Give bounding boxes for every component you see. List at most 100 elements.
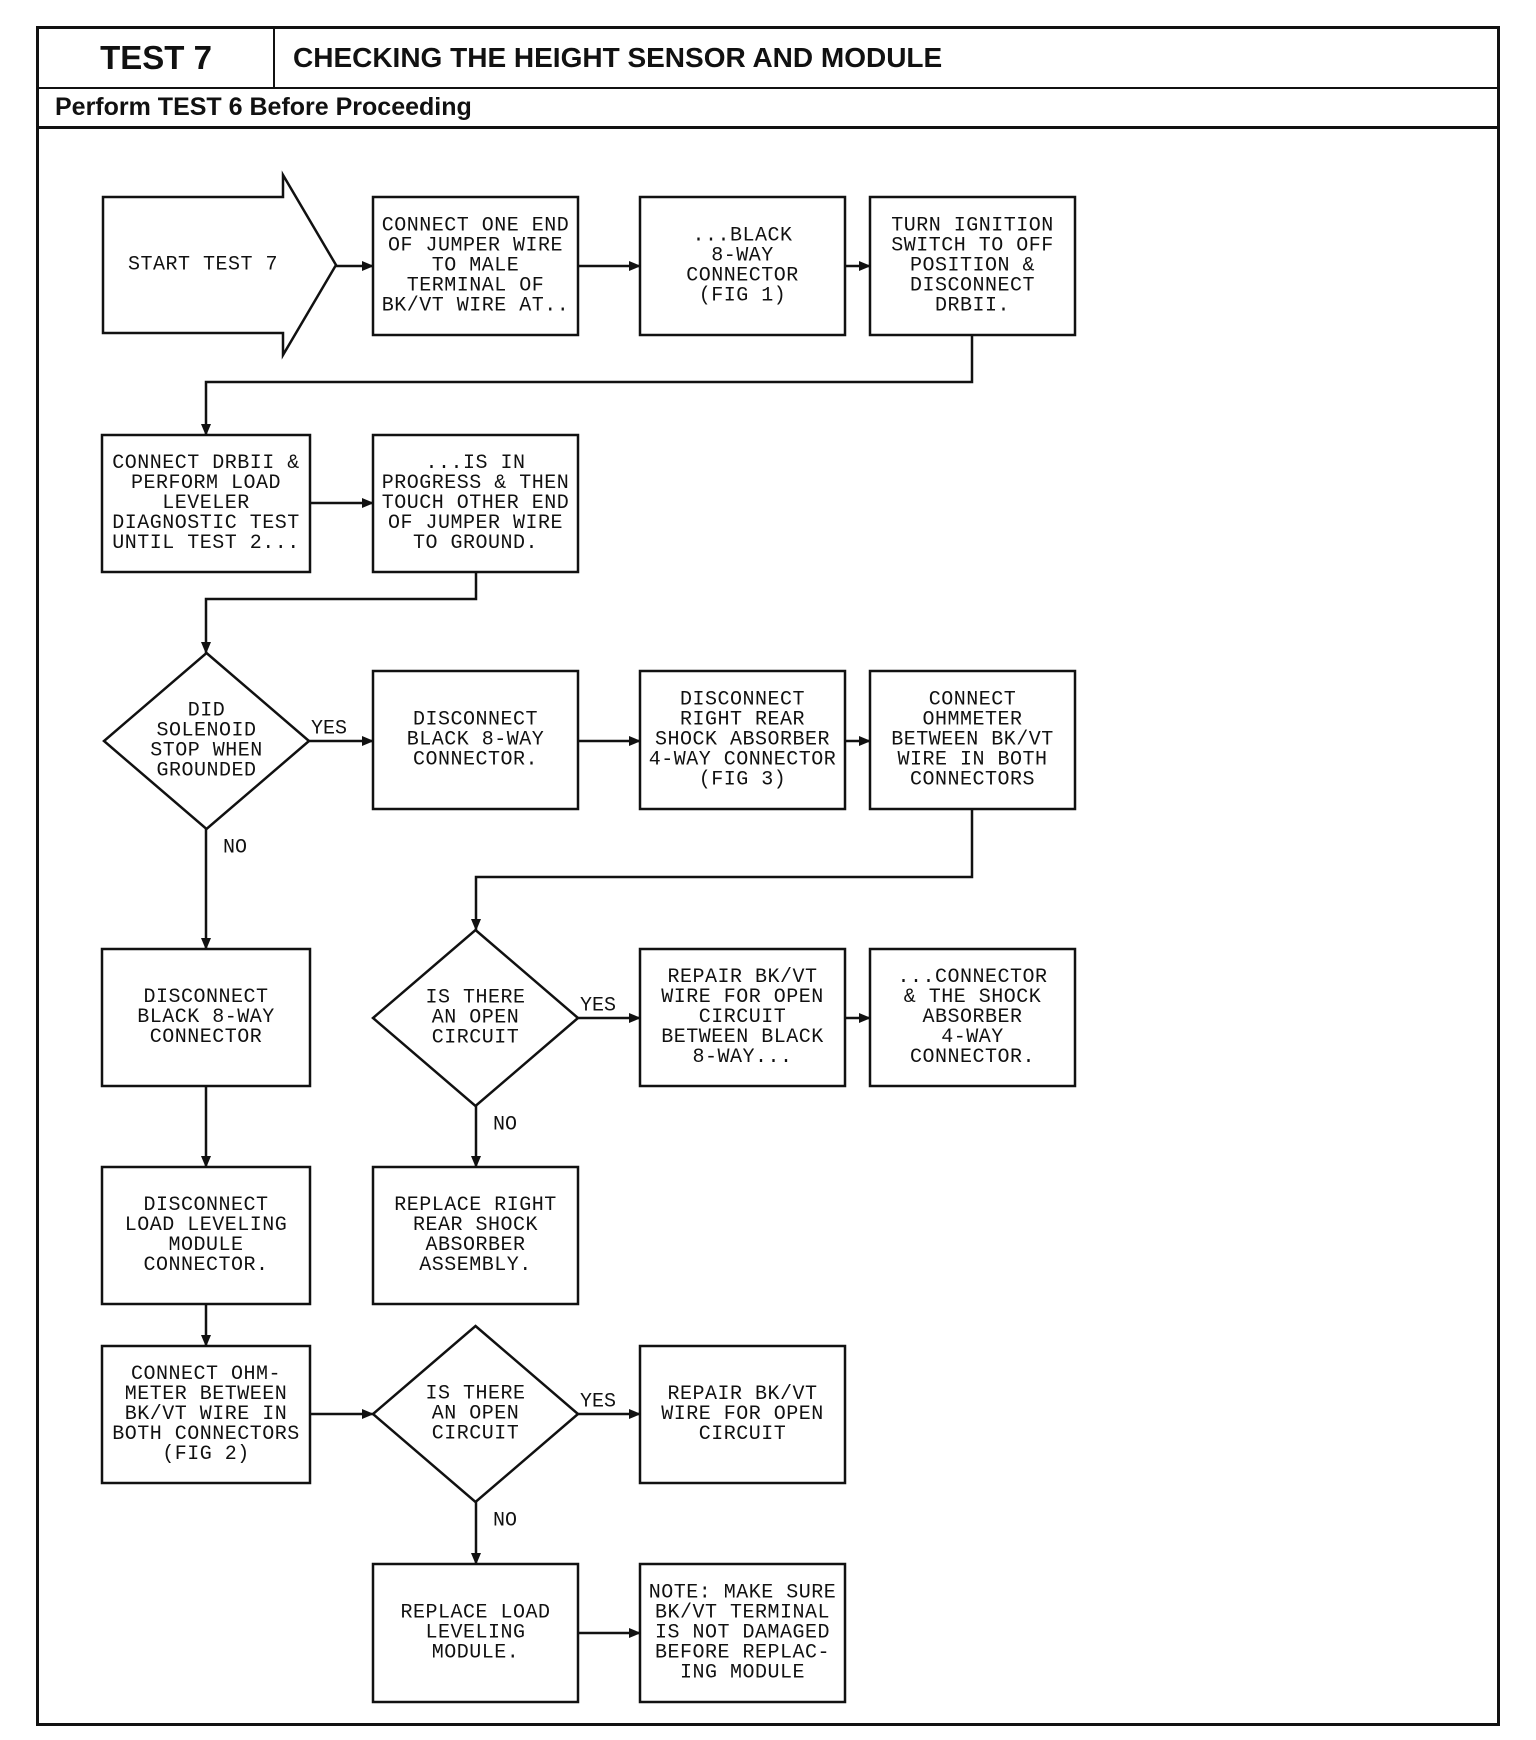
- node-text-line: TERMINAL OF: [407, 275, 545, 298]
- node-shape: [371, 669, 580, 811]
- node-shape: [100, 433, 312, 574]
- node-text-line: NOTE: MAKE SURE: [649, 1582, 837, 1605]
- node-text-line: BETWEEN BLACK: [661, 1026, 824, 1049]
- node-text-line: CONNECTOR.: [143, 1254, 268, 1277]
- node-text-line: BK/VT TERMINAL: [655, 1602, 830, 1625]
- edge-progress-to-solenoid: [201, 572, 478, 654]
- node-text-line: IS NOT DAMAGED: [655, 1622, 830, 1645]
- node-text-line: AN OPEN: [432, 1007, 520, 1030]
- node-text-line: IS THERE: [425, 987, 525, 1010]
- node-text-line: 8-WAY: [711, 245, 774, 268]
- node-shape: [371, 1165, 580, 1306]
- node-text-line: CONNECTOR: [686, 265, 799, 288]
- node-text-line: GROUNDED: [156, 760, 256, 783]
- node-text-line: DISCONNECT: [910, 275, 1035, 298]
- node-shape: [638, 1344, 847, 1485]
- node-text-line: POSITION &: [910, 255, 1035, 278]
- node-text: START TEST 7: [128, 254, 278, 277]
- node-text-line: DRBII.: [935, 295, 1010, 318]
- node-text-line: BEFORE REPLAC-: [655, 1642, 830, 1665]
- node-text-line: (FIG 2): [162, 1443, 250, 1466]
- node-text-line: START TEST 7: [128, 254, 278, 277]
- node-text-line: REPLACE LOAD: [400, 1602, 550, 1625]
- edge-label-no: NO: [493, 1510, 517, 1533]
- node-shape: [868, 947, 1077, 1088]
- node-text-line: CONNECT ONE END: [382, 215, 570, 238]
- node-shape: [371, 433, 580, 574]
- node-text-line: LEVELING: [425, 1622, 525, 1645]
- node-text-line: DIAGNOSTIC TEST: [112, 512, 300, 535]
- node-text-line: REPAIR BK/VT: [667, 1383, 817, 1406]
- node-text-line: CIRCUIT: [432, 1423, 520, 1446]
- node-text-line: OF JUMPER WIRE: [388, 235, 563, 258]
- node-text-line: CONNECTOR: [150, 1026, 263, 1049]
- node-shape: [100, 1344, 312, 1485]
- node-text-line: TURN IGNITION: [891, 215, 1054, 238]
- node-text-line: ABSORBER: [425, 1234, 525, 1257]
- node-text-line: CONNECTORS: [910, 769, 1035, 792]
- node-text-line: LOAD LEVELING: [125, 1214, 288, 1237]
- node-text-line: OHMMETER: [922, 709, 1022, 732]
- node-text-line: TO GROUND.: [413, 532, 538, 555]
- node-text-line: BK/VT WIRE IN: [125, 1403, 288, 1426]
- node-text-line: RIGHT REAR: [680, 709, 805, 732]
- node-text-line: 4-WAY: [941, 1026, 1004, 1049]
- node-text-line: AN OPEN: [432, 1403, 520, 1426]
- node-text-line: TO MALE: [432, 255, 520, 278]
- node-text-line: BK/VT WIRE AT..: [382, 295, 570, 318]
- node-text-line: UNTIL TEST 2...: [112, 532, 300, 555]
- node-text-line: LEVELER: [162, 492, 250, 515]
- page-subtitle: Perform TEST 6 Before Proceeding: [39, 89, 1497, 129]
- node-text-line: DID: [188, 700, 226, 723]
- node-text-line: CIRCUIT: [699, 1006, 787, 1029]
- node-text-line: ABSORBER: [922, 1006, 1022, 1029]
- node-text-line: CONNECTOR.: [910, 1046, 1035, 1069]
- node-text-line: DISCONNECT: [413, 709, 538, 732]
- node-text-line: BLACK 8-WAY: [407, 729, 545, 752]
- node-text-line: CIRCUIT: [699, 1423, 787, 1446]
- node-shape: [638, 1562, 847, 1704]
- node-text-line: & THE SHOCK: [904, 986, 1042, 1009]
- edge-ohm-to-open-q1: [471, 809, 974, 931]
- test-number-label: TEST 7: [39, 29, 275, 89]
- node-shape: [371, 1562, 580, 1704]
- node-text-line: REAR SHOCK: [413, 1214, 538, 1237]
- node-text-line: MODULE.: [432, 1642, 520, 1665]
- node-text-line: DISCONNECT: [143, 986, 268, 1009]
- node-text-line: CONNECT DRBII &: [112, 452, 300, 475]
- node-text-line: CONNECT: [929, 689, 1017, 712]
- node-text-line: CONNECT OHM-: [131, 1363, 281, 1386]
- edge-ignition-to-drbii: [201, 335, 974, 436]
- node-text-line: TOUCH OTHER END: [382, 492, 570, 515]
- node-text-line: IS THERE: [425, 1383, 525, 1406]
- node-text-line: BLACK 8-WAY: [137, 1006, 275, 1029]
